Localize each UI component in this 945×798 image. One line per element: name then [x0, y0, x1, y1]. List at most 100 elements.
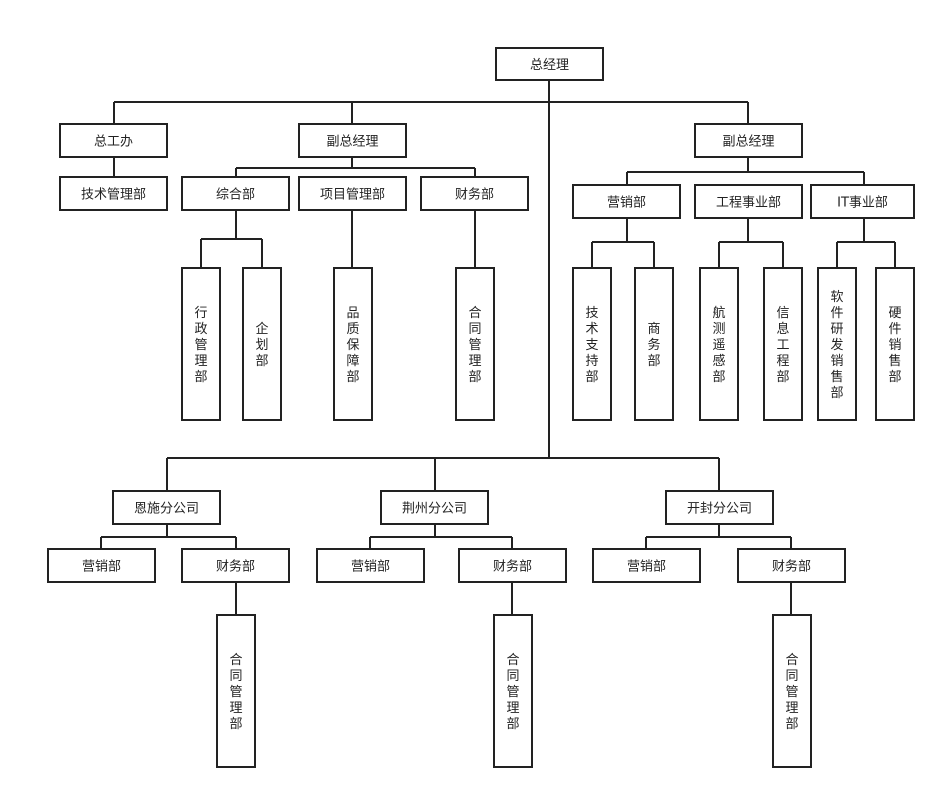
org-node-label: 行政管理部	[194, 306, 207, 385]
org-node-qhb: 企划部	[242, 267, 282, 421]
org-node-label: 合同管理部	[468, 306, 481, 385]
org-node-box	[316, 548, 425, 583]
org-node-box	[112, 490, 221, 525]
org-node-box	[380, 490, 489, 525]
org-node-jsglb: 技术管理部	[59, 176, 168, 211]
org-node-es: 恩施分公司	[112, 490, 221, 525]
org-node-box	[772, 614, 812, 768]
org-node-yxb1: 营销部	[572, 184, 681, 219]
org-node-label: 合同管理部	[506, 653, 519, 732]
org-node-label: IT事业部	[837, 196, 888, 211]
org-node-xzglb: 行政管理部	[181, 267, 221, 421]
org-node-zgb: 总工办	[59, 123, 168, 158]
org-node-box	[420, 176, 529, 211]
org-node-xxgcb: 信息工程部	[763, 267, 803, 421]
org-node-label: 企划部	[255, 321, 268, 369]
org-node-label: 合同管理部	[785, 653, 798, 732]
org-node-yxb_kf: 营销部	[592, 548, 701, 583]
org-node-box	[242, 267, 282, 421]
org-node-box	[572, 184, 681, 219]
org-node-yxb_jz: 营销部	[316, 548, 425, 583]
org-node-label: 信息工程部	[776, 306, 789, 385]
org-node-box	[699, 267, 739, 421]
org-node-label: 项目管理部	[320, 188, 385, 203]
org-node-htgl_kf: 合同管理部	[772, 614, 812, 768]
org-node-box	[458, 548, 567, 583]
org-node-label: 软件研发销售部	[830, 290, 843, 401]
org-node-label: 财务部	[216, 559, 255, 575]
org-node-label: 财务部	[493, 559, 532, 575]
org-node-label: 营销部	[627, 560, 666, 575]
org-node-box	[298, 176, 407, 211]
org-node-box	[47, 548, 156, 583]
org-node-box	[59, 176, 168, 211]
org-node-htgl_es: 合同管理部	[216, 614, 256, 768]
org-node-label: 营销部	[351, 560, 390, 575]
org-node-box	[181, 176, 290, 211]
org-node-label: 商务部	[647, 322, 660, 369]
org-node-label: 财务部	[455, 187, 494, 203]
org-node-box	[572, 267, 612, 421]
org-node-box	[694, 184, 803, 219]
org-node-gm: 总经理	[495, 47, 604, 81]
org-node-jszcb: 技术支持部	[572, 267, 612, 421]
org-node-label: 总工办	[94, 135, 133, 150]
org-node-label: 技术管理部	[81, 188, 146, 203]
org-node-label: 恩施分公司	[134, 502, 199, 517]
org-node-jz: 荆州分公司	[380, 490, 489, 525]
org-node-label: 副总经理	[722, 135, 774, 150]
org-node-label: 综合部	[216, 188, 255, 203]
org-node-box	[737, 548, 846, 583]
org-node-yxb_es: 营销部	[47, 548, 156, 583]
org-node-box	[665, 490, 774, 525]
org-node-htglb1: 合同管理部	[455, 267, 495, 421]
org-node-xmglb: 项目管理部	[298, 176, 407, 211]
org-node-htgl_jz: 合同管理部	[493, 614, 533, 768]
org-node-label: 荆州分公司	[402, 501, 467, 517]
org-node-label: 品质保障部	[346, 306, 359, 385]
org-node-box	[817, 267, 857, 421]
org-node-yjxsb: 硬件销售部	[875, 267, 915, 421]
connector-lines	[100, 80, 896, 615]
org-node-box	[59, 123, 168, 158]
org-node-box	[694, 123, 803, 158]
org-node-pzbzb: 品质保障部	[333, 267, 373, 421]
org-node-box	[181, 548, 290, 583]
org-node-label: 营销部	[82, 560, 121, 575]
org-node-kf: 开封分公司	[665, 490, 774, 525]
org-node-box	[333, 267, 373, 421]
org-node-fz1: 副总经理	[298, 123, 407, 158]
org-node-label: 开封分公司	[687, 502, 752, 517]
org-node-label: 副总经理	[326, 135, 378, 150]
org-node-label: 总经理	[530, 58, 569, 73]
org-node-box	[763, 267, 803, 421]
org-node-box	[455, 267, 495, 421]
org-node-itsyb: IT事业部	[810, 184, 915, 219]
org-node-box	[875, 267, 915, 421]
org-node-cwb1: 财务部	[420, 176, 529, 211]
org-node-gcsyb: 工程事业部	[694, 184, 803, 219]
org-node-label: 营销部	[607, 196, 646, 211]
org-node-box	[216, 614, 256, 768]
org-node-box	[181, 267, 221, 421]
org-node-cwb_kf: 财务部	[737, 548, 846, 583]
org-node-box	[810, 184, 915, 219]
org-node-box	[634, 267, 674, 421]
org-node-box	[298, 123, 407, 158]
org-node-label: 财务部	[772, 559, 811, 575]
org-node-fz2: 副总经理	[694, 123, 803, 158]
org-node-label: 航测遥感部	[712, 305, 725, 385]
org-node-cwb_jz: 财务部	[458, 548, 567, 583]
org-node-box	[495, 47, 604, 81]
org-node-zhb: 综合部	[181, 176, 290, 211]
org-node-swb: 商务部	[634, 267, 674, 421]
org-node-label: 合同管理部	[229, 653, 242, 732]
org-node-cwb_es: 财务部	[181, 548, 290, 583]
org-node-rjyfxsb: 软件研发销售部	[817, 267, 857, 421]
org-node-box	[493, 614, 533, 768]
org-node-label: 技术支持部	[585, 306, 598, 385]
org-node-label: 工程事业部	[716, 196, 781, 211]
org-node-box	[592, 548, 701, 583]
org-node-hcygb: 航测遥感部	[699, 267, 739, 421]
